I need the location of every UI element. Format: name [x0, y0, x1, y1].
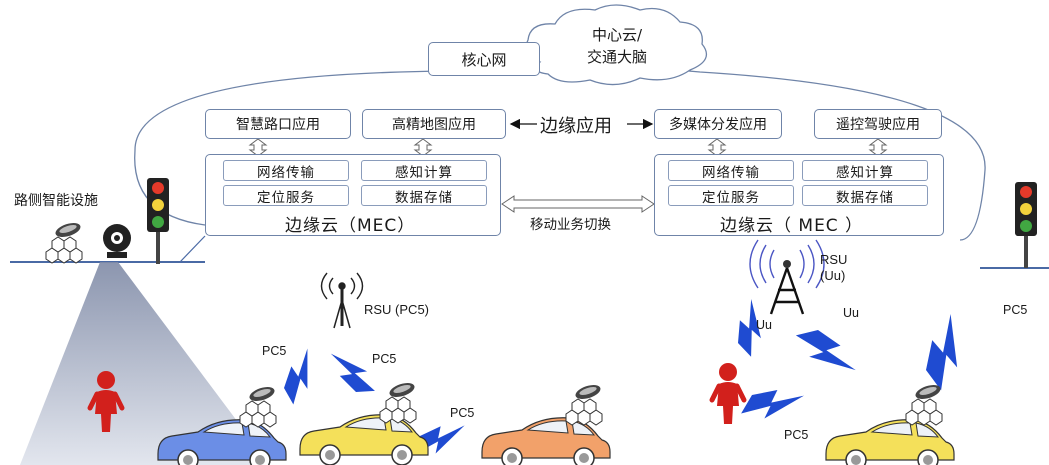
pc5-label-b: PC5	[372, 352, 397, 366]
rsu-right-line2: (Uu)	[820, 268, 846, 283]
central-cloud-shape	[525, 4, 708, 86]
traffic-light-left-icon	[147, 178, 169, 264]
roadside-sensor-icon	[45, 219, 83, 264]
car-orange-icon	[481, 417, 611, 465]
mec-left-storage: 数据存储	[361, 185, 487, 206]
central-cloud-label: 中心云/ 交通大脑	[572, 24, 662, 68]
uu-link-bolts	[727, 299, 856, 388]
pc5-label-c: PC5	[450, 406, 475, 420]
edge-apps-title: 边缘应用	[540, 116, 612, 137]
app-multimedia: 多媒体分发应用	[654, 109, 782, 139]
pedestrian-right-icon	[712, 363, 744, 424]
rsu-right-label: RSU (Uu)	[820, 252, 847, 284]
mec-right-network: 网络传输	[668, 160, 794, 181]
mec-left-perception: 感知计算	[361, 160, 487, 181]
handover-arrow	[501, 195, 655, 213]
app-smart-intersection: 智慧路口应用	[205, 109, 351, 139]
central-cloud-line1: 中心云/	[591, 26, 643, 44]
uu-label-a: Uu	[756, 318, 772, 332]
mec-left-label: 边缘云（MEC）	[285, 216, 416, 236]
pc5-label-a: PC5	[262, 344, 287, 358]
car-yellow-left-sensor-icon	[379, 379, 417, 424]
pc5-label-d: PC5	[784, 428, 809, 442]
uu-label-b: Uu	[843, 306, 859, 320]
pc5-label-e: PC5	[1003, 303, 1028, 317]
rsu-right-line1: RSU	[820, 252, 848, 267]
mec-right-label: 边缘云（ MEC ）	[720, 216, 864, 236]
rsu-left-label: RSU (PC5)	[364, 302, 430, 317]
core-network-box: 核心网	[428, 42, 540, 76]
app-remote-driving: 遥控驾驶应用	[814, 109, 942, 139]
traffic-light-right-icon	[1015, 182, 1037, 268]
app-hd-map: 高精地图应用	[362, 109, 506, 139]
network-ellipse	[134, 66, 986, 241]
mec-left-positioning: 定位服务	[223, 185, 349, 206]
central-cloud-line2: 交通大脑	[586, 48, 647, 66]
car-yellow-right-sensor-icon	[905, 381, 943, 426]
mec-left-network: 网络传输	[223, 160, 349, 181]
mec-right-storage: 数据存储	[802, 185, 928, 206]
car-orange-sensor-icon	[565, 381, 603, 426]
car-blue-sensor-icon	[239, 383, 277, 428]
mec-right-perception: 感知计算	[802, 160, 928, 181]
camera-beam	[20, 262, 270, 465]
mec-right-positioning: 定位服务	[668, 185, 794, 206]
roadside-camera-icon	[103, 224, 131, 258]
roadside-label: 路侧智能设施	[14, 193, 98, 209]
car-yellow-right-icon	[825, 419, 955, 465]
rsu-right-icon	[749, 239, 825, 315]
handover-label: 移动业务切换	[530, 217, 611, 233]
rsu-left-icon	[320, 272, 364, 329]
